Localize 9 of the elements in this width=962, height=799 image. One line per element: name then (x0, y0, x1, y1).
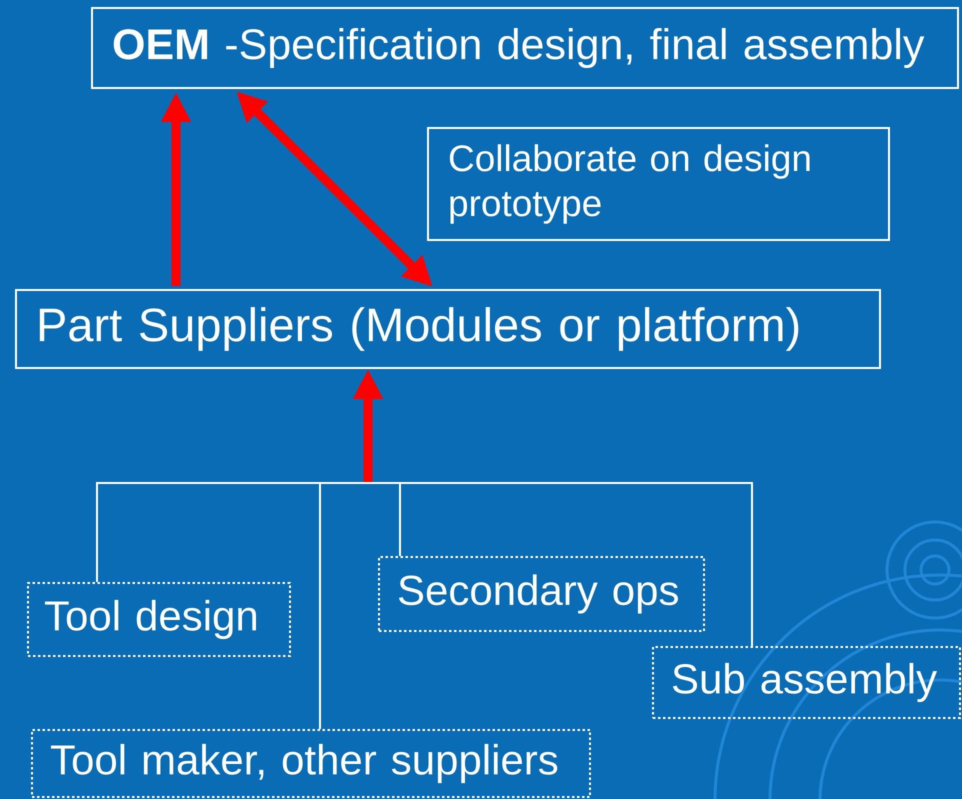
process-box: Part Suppliers (Modules or platform) (15, 289, 881, 369)
process-box: Tool design (27, 582, 291, 657)
note-box: Collaborate on design prototype (427, 127, 890, 241)
process-box: Secondary ops (378, 556, 705, 632)
connector-line (319, 482, 368, 729)
connector-line (368, 482, 753, 646)
title-box: OEM -Specification design, final assembly (91, 7, 959, 89)
process-box: Tool maker, other suppliers (31, 729, 591, 798)
process-box: Sub assembly (652, 646, 961, 719)
